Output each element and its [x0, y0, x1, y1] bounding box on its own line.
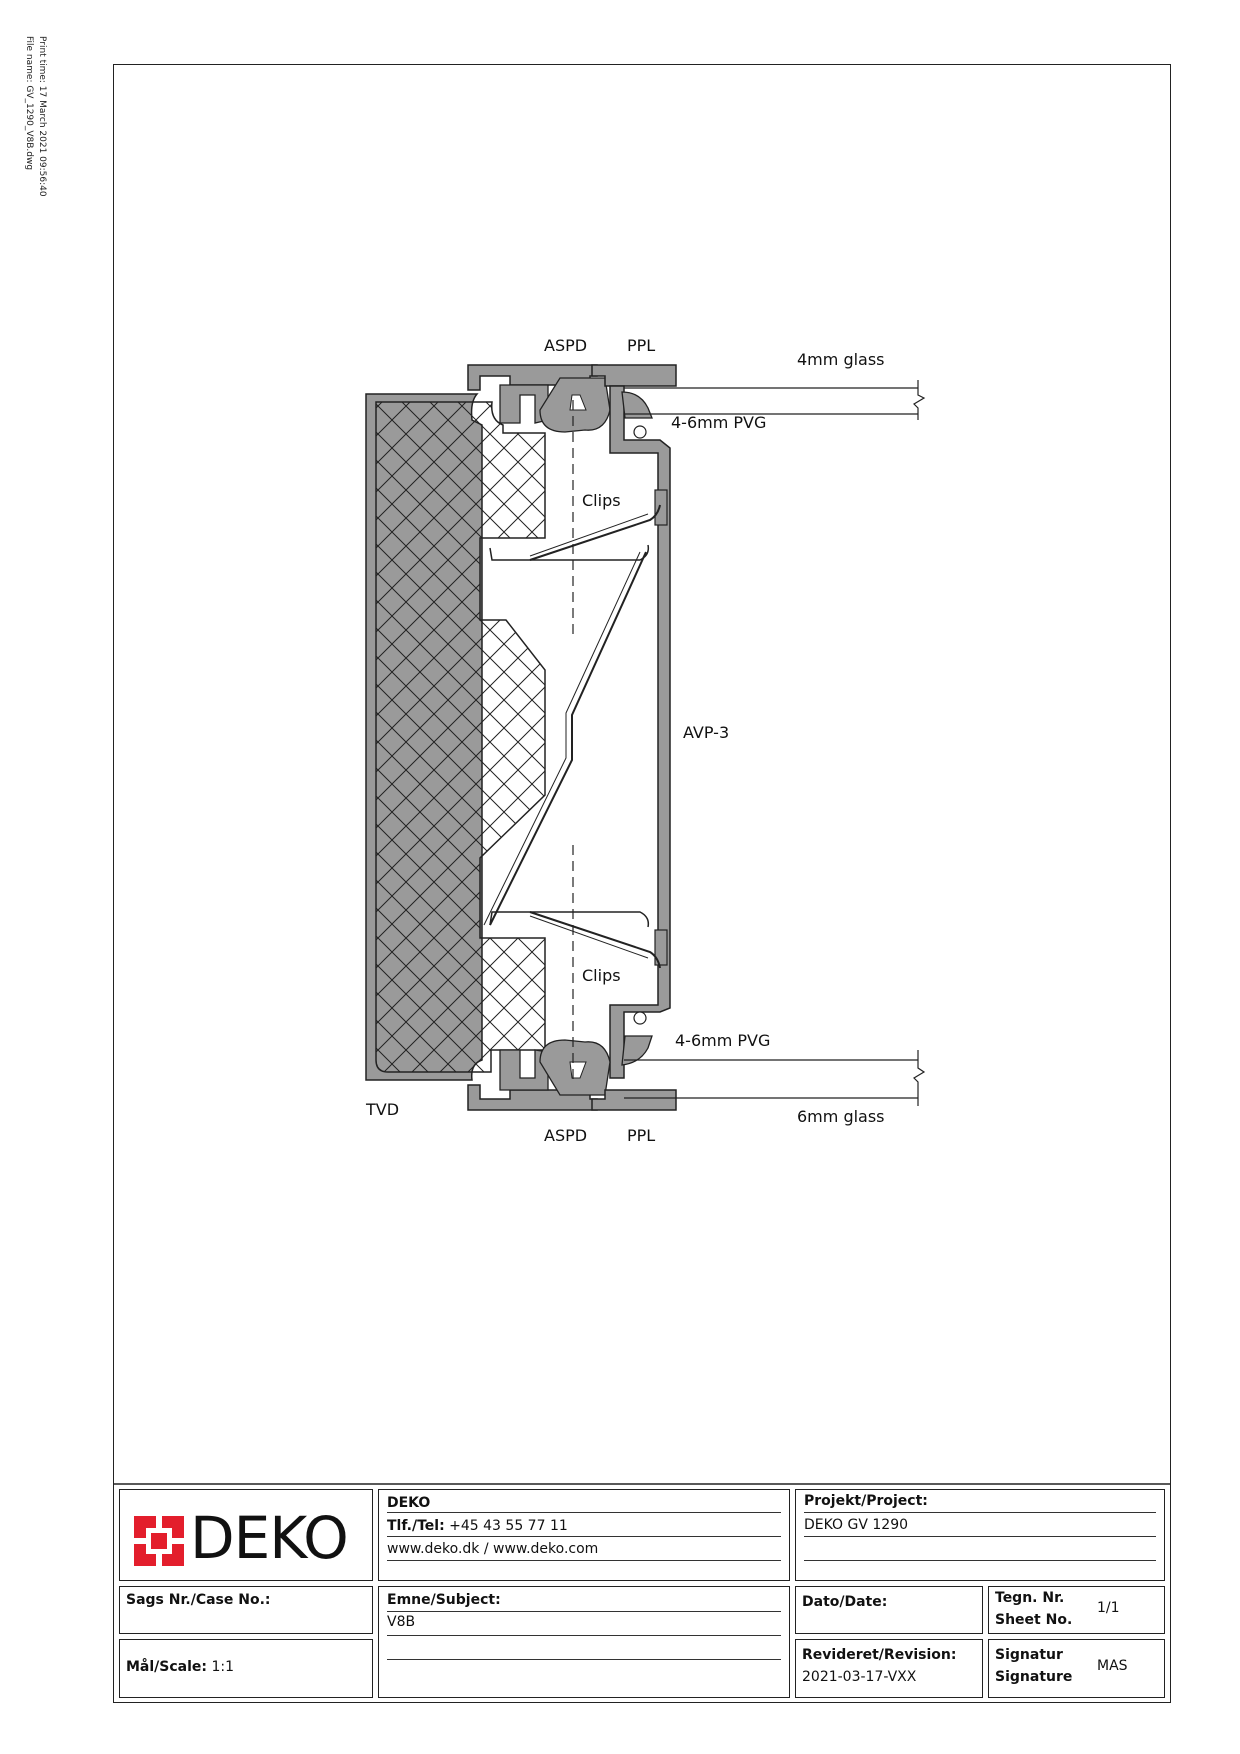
print-info: Print time: 17 March 2021 09:56:40 File …	[22, 36, 48, 197]
drawing-frame	[113, 64, 1171, 1703]
label-glass-top: 4mm glass	[797, 350, 885, 369]
label-pvg-bottom: 4-6mm PVG	[675, 1031, 770, 1050]
company-phone: Tlf./Tel: +45 43 55 77 11	[387, 1517, 568, 1535]
aspd-top-profile	[467, 364, 611, 433]
signature-label-2: Signature	[995, 1669, 1073, 1685]
sheet-cell: Tegn. Nr. Sheet No. 1/1	[988, 1586, 1165, 1634]
logo-wordmark: DEKO	[190, 1504, 349, 1572]
sheet-label-1: Tegn. Nr.	[995, 1590, 1065, 1606]
signature-label-1: Signatur	[995, 1647, 1063, 1663]
clip-top	[489, 504, 661, 561]
date-cell: Dato/Date:	[795, 1586, 983, 1634]
ppl-top-profile	[591, 364, 677, 387]
case-no-cell: Sags Nr./Case No.:	[119, 1586, 373, 1634]
label-tvd: TVD	[365, 1100, 399, 1119]
file-name: File name: GV_1290_V8B.dwg	[24, 36, 34, 171]
sheet-label-2: Sheet No.	[995, 1612, 1073, 1628]
subject-value: V8B	[387, 1614, 416, 1630]
scale-row: Mål/Scale: 1:1	[126, 1658, 234, 1676]
label-pvg-top: 4-6mm PVG	[671, 413, 766, 432]
signature-value: MAS	[1097, 1658, 1128, 1674]
clip-spring	[483, 551, 647, 926]
label-avp: AVP-3	[683, 723, 729, 742]
scale-cell: Mål/Scale: 1:1	[119, 1639, 373, 1698]
glass-top	[624, 380, 926, 420]
company-web: www.deko.dk / www.deko.com	[387, 1541, 599, 1557]
aspd-bottom-profile	[467, 1039, 611, 1111]
company-cell: DEKO Tlf./Tel: +45 43 55 77 11 www.deko.…	[378, 1489, 790, 1581]
project-label: Projekt/Project:	[804, 1493, 928, 1509]
logo-cell: DEKO	[119, 1489, 373, 1581]
sheet-value: 1/1	[1097, 1600, 1120, 1616]
glass-bottom	[624, 1050, 926, 1106]
label-ppl-top: PPL	[627, 336, 655, 355]
scale-value: 1:1	[211, 1659, 234, 1675]
label-clips-top: Clips	[582, 491, 621, 510]
project-cell: Projekt/Project: DEKO GV 1290	[795, 1489, 1165, 1581]
signature-cell: Signatur Signature MAS	[988, 1639, 1165, 1698]
case-no-label: Sags Nr./Case No.:	[126, 1592, 271, 1608]
label-glass-bottom: 6mm glass	[797, 1107, 885, 1126]
date-label: Dato/Date:	[802, 1594, 888, 1610]
label-clips-bottom: Clips	[582, 966, 621, 985]
tvd-profile	[365, 393, 546, 1081]
subject-cell: Emne/Subject: V8B	[378, 1586, 790, 1698]
print-time: Print time: 17 March 2021 09:56:40	[37, 36, 47, 197]
revision-cell: Revideret/Revision: 2021-03-17-VXX	[795, 1639, 983, 1698]
company-name: DEKO	[387, 1495, 431, 1511]
label-aspd-bottom: ASPD	[544, 1126, 587, 1145]
label-ppl-bottom: PPL	[627, 1126, 655, 1145]
revision-value: 2021-03-17-VXX	[802, 1669, 917, 1685]
phone-label: Tlf./Tel:	[387, 1518, 445, 1534]
label-aspd-top: ASPD	[544, 336, 587, 355]
clip-bottom	[489, 911, 661, 969]
avp-profile	[609, 385, 671, 1079]
subject-label: Emne/Subject:	[387, 1592, 501, 1608]
project-value: DEKO GV 1290	[804, 1517, 909, 1533]
scale-label: Mål/Scale:	[126, 1659, 208, 1675]
ppl-bottom-profile	[591, 1089, 677, 1111]
deko-logo-icon	[134, 1516, 184, 1566]
phone-value: +45 43 55 77 11	[449, 1518, 568, 1534]
revision-label: Revideret/Revision:	[802, 1647, 957, 1663]
